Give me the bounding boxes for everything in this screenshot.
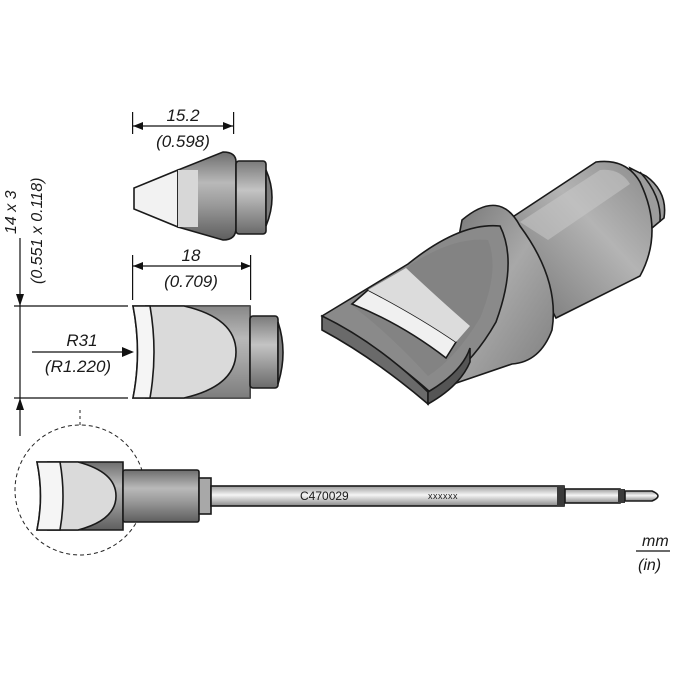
tip-isometric-view [320,160,666,406]
unit-secondary: (in) [638,557,661,574]
blade-width-dimension: 14 x 3 (0.551 x 0.118) [3,178,128,436]
radius-mm: R31 [66,331,97,350]
tip-side-view: 18 (0.709) R31 (R1.220) [32,246,284,399]
unit-primary: mm [642,533,669,550]
blade-size-mm: 14 x 3 [3,190,20,234]
part-number: C470029 [300,489,349,503]
tip-top-view: 15.2 (0.598) [132,106,273,241]
radius-in: (R1.220) [45,357,111,376]
units-legend: mm (in) [636,533,670,574]
dark-band [557,486,565,506]
side-length-in: (0.709) [164,272,218,291]
top-length-mm: 15.2 [166,106,200,125]
side-length-mm: 18 [182,246,201,265]
marking-text: xxxxxx [428,491,458,501]
cartridge-shaft [210,485,565,507]
top-length-in: (0.598) [156,132,210,151]
blade-size-in: (0.551 x 0.118) [29,178,46,284]
cartridge-full-view: C470029 xxxxxx [14,410,659,556]
